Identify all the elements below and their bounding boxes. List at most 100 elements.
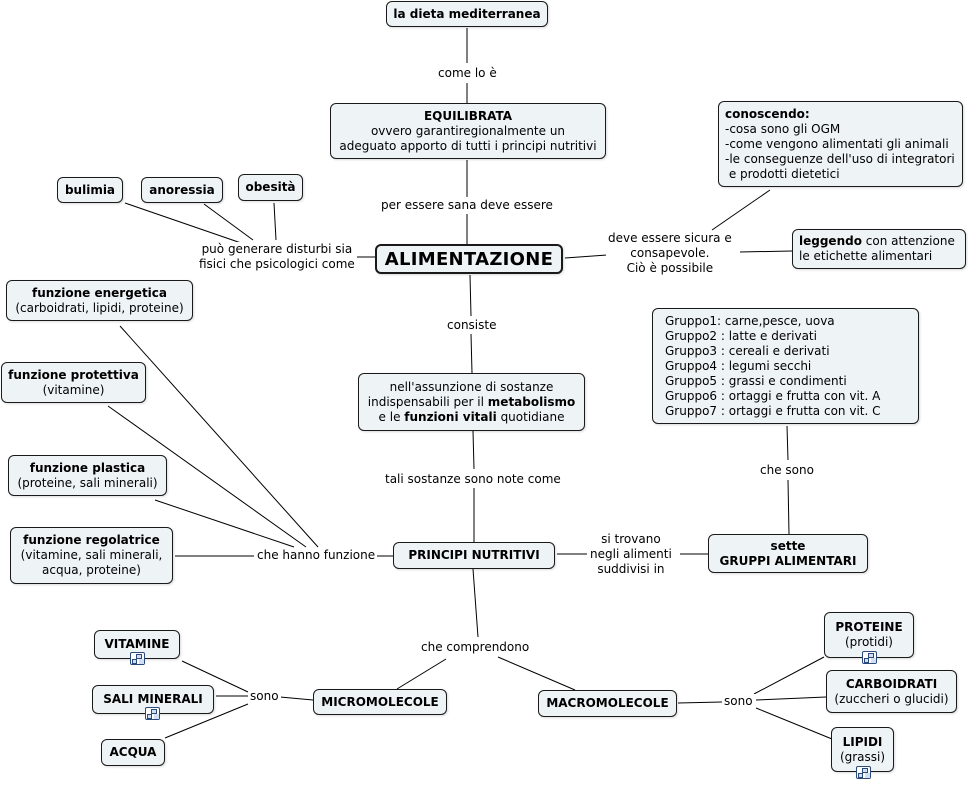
text-part: quotidiane <box>496 409 565 424</box>
text-part: e le <box>378 409 405 424</box>
node-title: MICROMOLECOLE <box>321 694 439 709</box>
node-label: SALI MINERALI <box>103 692 203 706</box>
node-label: obesità <box>245 180 296 194</box>
node-text: (vitamine) <box>42 382 105 397</box>
node-label: VITAMINE <box>104 637 170 651</box>
text-line: Ciò è possibile <box>626 261 714 275</box>
node-micromolecole[interactable]: MICROMOLECOLE <box>313 689 447 715</box>
text-line: può generare disturbi sia <box>201 242 353 256</box>
node-vitamine[interactable]: VITAMINE <box>94 630 180 665</box>
node-alimentazione[interactable]: ALIMENTAZIONE <box>375 244 563 274</box>
node-text-rest: con attenzione <box>861 234 955 248</box>
node-proteine[interactable]: PROTEINE (protidi) <box>824 612 914 664</box>
node-text: (zuccheri o glucidi) <box>834 691 949 706</box>
node-text: nell'assunzione di sostanze <box>389 379 554 394</box>
link-label-comprendono: che comprendono <box>419 640 532 655</box>
node-obesita[interactable]: obesità <box>238 174 303 201</box>
node-text: (carboidrati, lipidi, proteine) <box>15 300 184 315</box>
node-conoscendo[interactable]: conoscendo: -cosa sono gli OGM -come ven… <box>718 101 963 187</box>
node-text: leggendo con attenzione <box>799 234 955 249</box>
node-equilibrata[interactable]: EQUILIBRATA ovvero garantiregionalmente … <box>330 103 606 159</box>
text-bold: metabolismo <box>487 394 576 409</box>
link-label-sana: per essere sana deve essere <box>379 198 555 213</box>
text-line: deve essere sicura e <box>608 231 732 245</box>
node-text: (grassi) <box>839 749 886 764</box>
node-text: (protidi) <box>845 635 893 649</box>
node-title: EQUILIBRATA <box>423 108 512 123</box>
text-bold: funzioni vitali <box>404 409 497 424</box>
node-bulimia[interactable]: bulimia <box>57 177 123 203</box>
link-label-consiste: consiste <box>445 318 499 333</box>
node-dieta-mediterranea[interactable]: la dieta mediterranea <box>386 1 548 27</box>
node-title: ALIMENTAZIONE <box>384 248 554 270</box>
node-lipidi[interactable]: LIPIDI (grassi) <box>831 727 894 779</box>
submap-icon[interactable] <box>862 651 877 664</box>
text-line: suddivisi in <box>597 562 665 576</box>
text-line: fisici che psicologici come <box>199 257 355 271</box>
node-text: ovvero garantiregionalmente un <box>370 123 566 138</box>
node-title: sette <box>770 538 806 553</box>
link-label-note-come: tali sostanze sono note come <box>383 472 563 487</box>
node-title: leggendo <box>799 234 862 248</box>
link-label-sicura: deve essere sicura e consapevole. Ciò è … <box>606 231 734 276</box>
node-text: e le funzioni vitali quotidiane <box>379 410 565 425</box>
node-leggendo[interactable]: leggendo con attenzione le etichette ali… <box>792 229 966 269</box>
link-label-sono-left: sono <box>248 689 281 704</box>
link-label-hanno-funzione: che hanno funzione <box>255 548 378 563</box>
link-label-disturbi: può generare disturbi sia fisici che psi… <box>197 242 357 272</box>
node-text: -come vengono alimentati gli animali <box>725 136 949 151</box>
node-label: la dieta mediterranea <box>393 6 541 21</box>
node-text: -le conseguenze dell'uso di integratori <box>725 151 955 166</box>
node-text: (vitamine, sali minerali, <box>20 548 163 562</box>
node-label: anoressia <box>149 182 215 197</box>
node-title: CARBOIDRATI <box>845 676 938 691</box>
gruppo-item: Gruppo2 : latte e derivati <box>665 328 817 343</box>
node-carboidrati[interactable]: CARBOIDRATI (zuccheri o glucidi) <box>826 670 957 713</box>
node-gruppi-list[interactable]: Gruppo1: carne,pesce, uova Gruppo2 : lat… <box>652 308 919 424</box>
node-text: acqua, proteine) <box>42 563 141 577</box>
node-text: adeguato apporto di tutti i principi nut… <box>339 138 597 153</box>
node-text: -cosa sono gli OGM <box>725 121 841 136</box>
submap-icon[interactable] <box>145 707 160 720</box>
node-sali-minerali[interactable]: SALI MINERALI <box>92 685 214 720</box>
link-label-come-lo-e: come lo è <box>436 66 499 81</box>
node-title: funzione protettiva <box>8 367 139 382</box>
link-label-si-trovano: si trovano negli alimenti suddivisi in <box>588 532 674 577</box>
link-label-che-sono: che sono <box>758 463 816 478</box>
node-text: le etichette alimentari <box>799 249 933 263</box>
node-funzione-plastica[interactable]: funzione plastica (proteine, sali minera… <box>8 455 167 496</box>
text-part: indispensabili per il <box>367 394 488 409</box>
node-principi-nutritivi[interactable]: PRINCIPI NUTRITIVI <box>393 542 555 569</box>
node-text: (proteine, sali minerali) <box>17 475 158 490</box>
submap-icon[interactable] <box>856 766 871 779</box>
node-title: PRINCIPI NUTRITIVI <box>408 548 540 562</box>
node-funzione-protettiva[interactable]: funzione protettiva (vitamine) <box>1 362 146 403</box>
node-text: e prodotti dietetici <box>725 166 840 181</box>
text-line: negli alimenti <box>590 547 672 561</box>
node-label: bulimia <box>64 182 116 197</box>
gruppo-item: Gruppo1: carne,pesce, uova <box>665 313 835 328</box>
node-title: funzione energetica <box>31 285 168 300</box>
node-title: conoscendo: <box>725 106 810 121</box>
node-acqua[interactable]: ACQUA <box>101 739 165 766</box>
node-funzione-regolatrice[interactable]: funzione regolatrice (vitamine, sali min… <box>10 527 173 584</box>
node-macromolecole[interactable]: MACROMOLECOLE <box>538 690 677 717</box>
node-assunzione[interactable]: nell'assunzione di sostanze indispensabi… <box>358 373 585 431</box>
text-line: consapevole. <box>630 246 710 260</box>
node-title: LIPIDI <box>842 734 883 749</box>
node-title: GRUPPI ALIMENTARI <box>719 553 857 568</box>
submap-icon[interactable] <box>130 652 145 665</box>
node-text: indispensabili per il metabolismo <box>368 395 575 410</box>
node-title: MACROMOLECOLE <box>546 696 669 710</box>
gruppo-item: Gruppo6 : ortaggi e frutta con vit. A <box>665 388 881 403</box>
gruppo-item: Gruppo7 : ortaggi e frutta con vit. C <box>665 403 881 418</box>
node-title: PROTEINE <box>835 620 903 634</box>
node-funzione-energetica[interactable]: funzione energetica (carboidrati, lipidi… <box>6 280 193 321</box>
gruppo-item: Gruppo5 : grassi e condimenti <box>665 373 847 388</box>
text-line: si trovano <box>601 532 661 546</box>
node-title: funzione regolatrice <box>23 533 160 547</box>
gruppo-item: Gruppo3 : cereali e derivati <box>665 343 830 358</box>
node-anoressia[interactable]: anoressia <box>141 177 223 203</box>
node-gruppi-alimentari[interactable]: sette GRUPPI ALIMENTARI <box>708 534 868 573</box>
